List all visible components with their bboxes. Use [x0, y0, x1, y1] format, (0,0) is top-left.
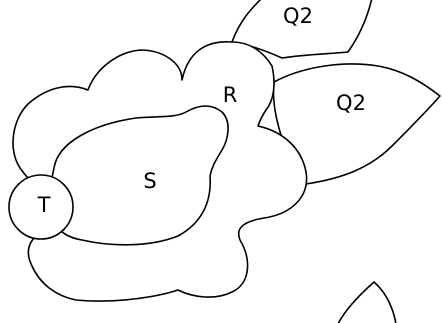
circle-region-t — [8, 174, 74, 240]
inner-region-s — [48, 105, 229, 246]
label-t: T — [37, 193, 51, 217]
petal-q2-top — [231, 0, 373, 59]
label-s: S — [143, 169, 156, 193]
partial-petal-bottom — [337, 281, 397, 323]
label-q2-right: Q2 — [336, 91, 366, 115]
label-r: R — [223, 83, 238, 107]
label-q2-top: Q2 — [283, 4, 313, 28]
